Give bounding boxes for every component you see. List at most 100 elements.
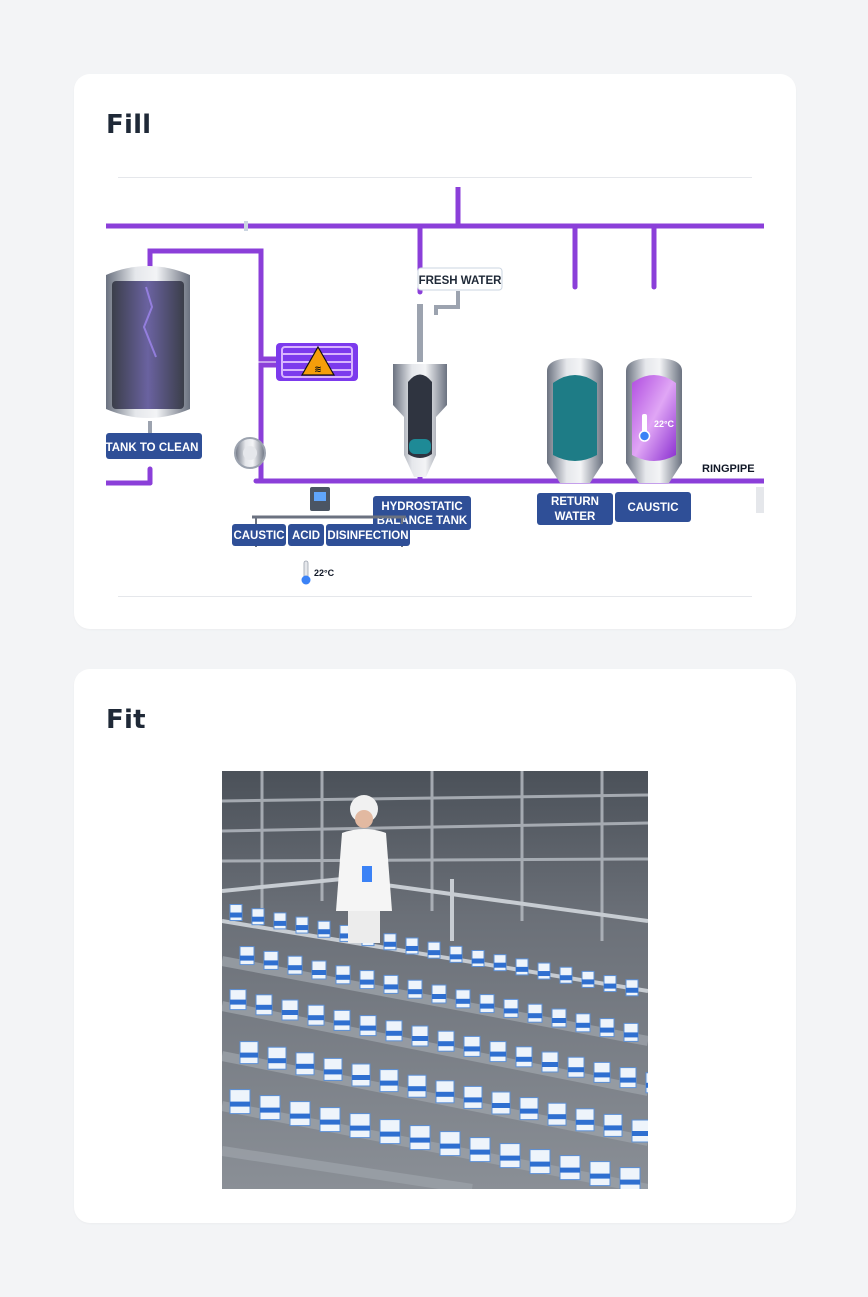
carton-band <box>626 987 638 993</box>
carton-band <box>288 965 302 971</box>
carton <box>537 962 551 980</box>
carton <box>407 1074 427 1098</box>
carton-band <box>516 1056 532 1062</box>
carton <box>335 965 351 985</box>
carton <box>439 1131 461 1157</box>
carton-band <box>632 1131 648 1136</box>
milk-cartons <box>229 904 648 1189</box>
carton <box>255 994 273 1016</box>
carton-band <box>352 1075 370 1080</box>
acid-button[interactable]: ACID <box>292 530 320 542</box>
carton <box>267 1046 287 1070</box>
fit-card-title: Fit <box>106 705 146 735</box>
carton-band <box>320 1119 340 1125</box>
carton-band <box>312 970 326 975</box>
carton-band <box>428 950 440 956</box>
disinfection-button-bg[interactable] <box>326 524 410 546</box>
carton-band <box>264 960 278 966</box>
carton-band <box>456 998 470 1004</box>
caustic-tank-temp: 22°C <box>654 419 675 429</box>
carton-band <box>268 1058 286 1064</box>
carton-band <box>360 979 374 985</box>
carton-band <box>340 933 352 939</box>
carton-band <box>624 1032 638 1038</box>
carton <box>239 1041 259 1065</box>
carton-band <box>296 1063 314 1069</box>
warning-heat-icon <box>300 345 336 376</box>
carton <box>469 1137 491 1163</box>
carton-band <box>438 1041 454 1047</box>
carton <box>359 970 375 990</box>
ringpipe-label: RINGPIPE <box>702 463 755 475</box>
carton-band <box>290 1113 310 1119</box>
carton-band <box>538 971 550 977</box>
fresh-water-label-bg <box>417 267 503 291</box>
acid-button-bg[interactable] <box>288 524 324 546</box>
carton-band <box>384 984 398 990</box>
carton-band <box>470 1149 490 1155</box>
bottom-temp-label: 22°C <box>314 568 335 578</box>
carton-band <box>582 979 594 985</box>
return-water-label-line1: RETURN <box>551 496 599 508</box>
return-water-label-line2: WATER <box>555 511 596 523</box>
carton <box>529 1149 551 1175</box>
carton-band <box>318 929 330 935</box>
carton-band <box>594 1072 610 1078</box>
carton-band <box>350 1125 370 1131</box>
carton-band <box>260 1107 280 1113</box>
caustic-button[interactable]: CAUSTIC <box>233 530 284 542</box>
carton <box>409 1125 431 1151</box>
svg-text:≋: ≋ <box>314 364 322 374</box>
carton <box>289 1101 311 1127</box>
valve-icon <box>244 221 248 231</box>
carton-band <box>240 955 254 961</box>
carton <box>567 1056 585 1078</box>
caustic-label-bg <box>615 492 691 522</box>
carton-band <box>380 1131 400 1137</box>
carton-band <box>472 958 484 964</box>
carton <box>547 1102 567 1126</box>
carton-band <box>576 1119 594 1125</box>
carton <box>259 1095 281 1121</box>
fresh-water-label: FRESH WATER <box>419 275 503 287</box>
carton-band <box>230 1101 250 1107</box>
return-water-tank <box>547 358 603 483</box>
carton-band <box>440 1143 460 1149</box>
carton-band <box>408 1086 426 1092</box>
return-water-label-bg <box>537 493 613 525</box>
carton-band <box>308 1015 324 1021</box>
carton-band <box>520 1108 538 1114</box>
carton <box>359 1015 377 1037</box>
carton <box>307 1004 325 1026</box>
factory-photo <box>222 771 648 1189</box>
carton-band <box>542 1062 558 1067</box>
cip-diagram: TANK TO CLEAN ≋ FRESH WATER HYDRO <box>106 187 764 585</box>
carton-band <box>620 1077 636 1083</box>
carton-band <box>256 1004 272 1010</box>
heat-exchanger: ≋ <box>276 343 358 381</box>
carton-band <box>230 999 246 1005</box>
carton-band <box>490 1051 506 1057</box>
carton-band <box>528 1013 542 1019</box>
carton-band <box>600 1027 614 1033</box>
carton-band <box>504 1008 518 1014</box>
bottom-divider <box>118 596 752 597</box>
caustic-label: CAUSTIC <box>627 502 678 514</box>
carton <box>379 1119 401 1145</box>
fill-card: Fill <box>74 74 796 629</box>
carton-band <box>252 916 264 922</box>
carton <box>379 1069 399 1093</box>
fill-card-title: Fill <box>106 110 152 140</box>
hydrostatic-balance-tank <box>393 304 447 477</box>
caustic-button-bg[interactable] <box>232 524 286 546</box>
carton-band <box>568 1067 584 1073</box>
disinfection-button[interactable]: DISINFECTION <box>327 530 408 542</box>
carton-band <box>646 1082 648 1088</box>
carton-band <box>324 1069 342 1075</box>
carton <box>589 1161 611 1187</box>
carton-band <box>560 975 572 981</box>
carton-band <box>408 989 422 995</box>
carton-band <box>604 1125 622 1131</box>
carton-band <box>432 994 446 999</box>
carton-band <box>380 1080 398 1086</box>
